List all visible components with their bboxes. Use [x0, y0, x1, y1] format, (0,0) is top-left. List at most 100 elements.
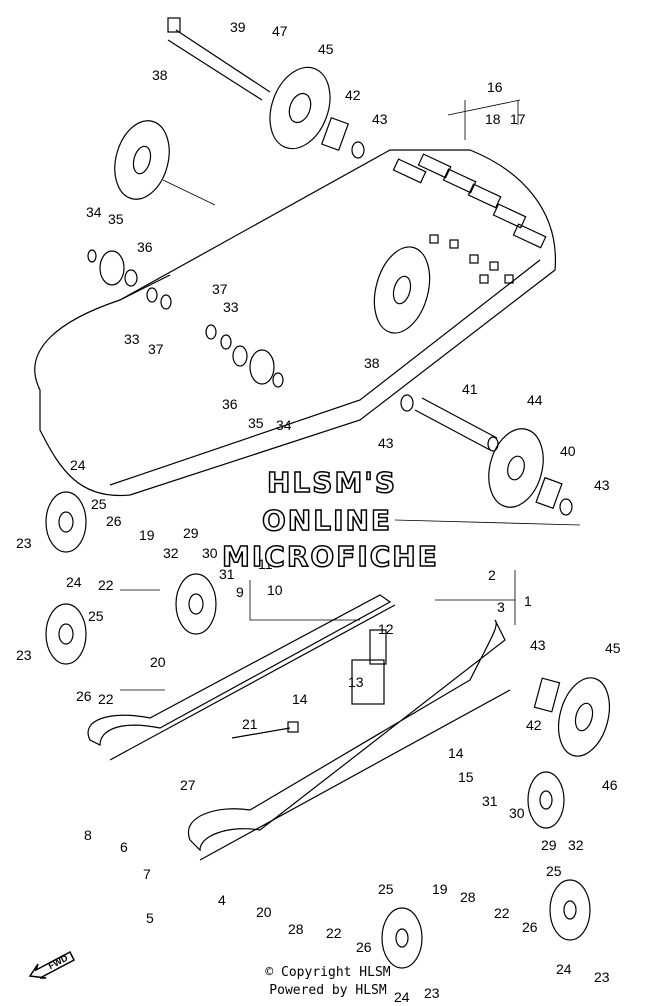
- part-label: 14: [448, 745, 464, 761]
- part-label: 24: [66, 574, 82, 590]
- part-label: 1: [524, 593, 532, 609]
- washer-43-right: [400, 394, 414, 412]
- part-label: 43: [594, 477, 610, 493]
- part-label: 8: [84, 827, 92, 843]
- part-label: 23: [594, 969, 610, 985]
- wheel-24-bottom-b: [549, 879, 591, 941]
- part-label: 30: [202, 545, 218, 561]
- spacer-40: [535, 476, 563, 510]
- part-label: 17: [510, 111, 526, 127]
- part-label: 24: [394, 989, 410, 1005]
- washer-43: [351, 141, 365, 159]
- part-label: 36: [222, 396, 238, 412]
- part-label: 47: [272, 23, 288, 39]
- part-label: 33: [124, 331, 140, 347]
- part-label: 45: [318, 41, 334, 57]
- part-label: 44: [527, 392, 543, 408]
- spacer-42-right: [533, 677, 561, 713]
- wheel-45-top: [269, 66, 331, 150]
- part-label: 34: [276, 417, 292, 433]
- part-label: 27: [180, 777, 196, 793]
- part-label: 26: [76, 688, 92, 704]
- part-label: 37: [212, 281, 228, 297]
- copyright-text: © Copyright HLSM: [265, 965, 391, 980]
- part-label: 19: [432, 881, 448, 897]
- part-label: 22: [326, 925, 342, 941]
- part-label: 42: [526, 717, 542, 733]
- part-label: 16: [487, 79, 503, 95]
- washer-43b: [559, 498, 573, 516]
- part-label: 43: [530, 637, 546, 653]
- part-label: 6: [120, 839, 128, 855]
- part-label: 29: [541, 837, 557, 853]
- part-label: 45: [605, 640, 621, 656]
- track-belt: [34, 149, 556, 497]
- part-label: 20: [150, 654, 166, 670]
- wheel-45-right: [558, 677, 610, 757]
- part-label: 42: [345, 87, 361, 103]
- part-label: 22: [494, 905, 510, 921]
- wheel-24-left-b: [45, 603, 87, 665]
- part-label: 26: [106, 513, 122, 529]
- part-label: 19: [139, 527, 155, 543]
- wheel-24-bottom-a: [381, 907, 423, 969]
- part-label: 43: [378, 435, 394, 451]
- fwd-arrow-icon: FWD: [28, 950, 75, 979]
- wheel-38-mid: [373, 246, 431, 334]
- small-parts-left: [87, 249, 284, 388]
- part-label: 22: [98, 577, 114, 593]
- wheel-38-top: [114, 120, 170, 200]
- part-label: 3: [497, 599, 505, 615]
- leader-lines: [120, 99, 581, 691]
- slide-rail-right: [187, 619, 511, 861]
- part-label: 24: [70, 457, 86, 473]
- part-label: 28: [288, 921, 304, 937]
- part-label: 23: [16, 535, 32, 551]
- powered-by-text: Powered by HLSM: [269, 983, 387, 998]
- watermark-line1: HLSM'S: [266, 465, 398, 500]
- part-label: 36: [137, 239, 153, 255]
- part-label: 39: [230, 19, 246, 35]
- watermark-line3: MICROFICHE: [221, 539, 439, 574]
- part-label: 25: [91, 496, 107, 512]
- part-label: 21: [242, 716, 258, 732]
- part-label: 41: [462, 381, 478, 397]
- stopper-12-13: [351, 629, 387, 705]
- part-label: 13: [348, 674, 364, 690]
- watermark-line2: ONLINE: [261, 503, 393, 538]
- part-label: 37: [148, 341, 164, 357]
- part-label: 38: [152, 67, 168, 83]
- part-label: 2: [488, 567, 496, 583]
- wheel-44: [488, 428, 544, 508]
- part-label: 26: [356, 939, 372, 955]
- part-label: 20: [256, 904, 272, 920]
- part-label: 10: [267, 582, 283, 598]
- part-label: 5: [146, 910, 154, 926]
- part-label: 29: [183, 525, 199, 541]
- bolt-21: [231, 727, 291, 739]
- part-label: 4: [218, 892, 226, 908]
- part-label: 43: [372, 111, 388, 127]
- shaft-41: [414, 397, 499, 452]
- part-label: 25: [88, 608, 104, 624]
- part-label: 14: [292, 691, 308, 707]
- part-label: 32: [163, 545, 179, 561]
- part-label: 7: [143, 866, 151, 882]
- wheel-29-left: [175, 573, 217, 635]
- part-label: 24: [556, 961, 572, 977]
- part-label: 23: [424, 985, 440, 1001]
- track-cleats: [392, 153, 547, 284]
- part-label: 25: [378, 881, 394, 897]
- part-label: 18: [485, 111, 501, 127]
- part-label: 9: [236, 584, 244, 600]
- part-label: 35: [248, 415, 264, 431]
- part-label: 34: [86, 204, 102, 220]
- part-label: 23: [16, 647, 32, 663]
- part-label: 32: [568, 837, 584, 853]
- part-label: 38: [364, 355, 380, 371]
- spacer-42: [320, 116, 350, 152]
- part-label: 31: [482, 793, 498, 809]
- part-label: 31: [219, 566, 235, 582]
- part-label: 11: [258, 556, 273, 572]
